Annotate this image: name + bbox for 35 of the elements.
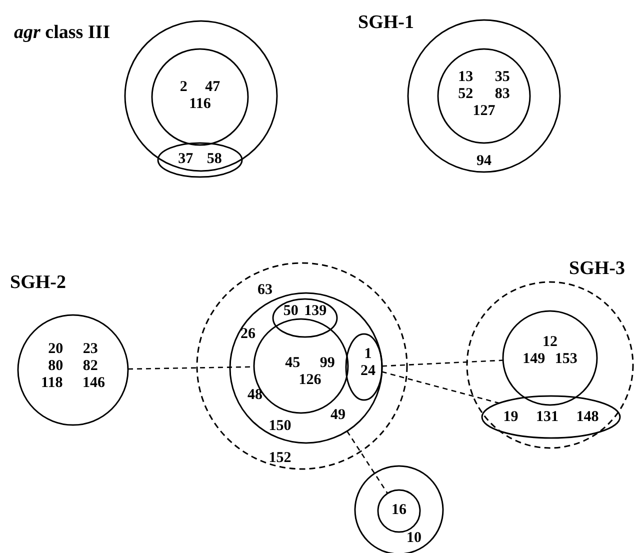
member-numbers: 16: [390, 502, 408, 519]
member-numbers: 45 99 126: [284, 355, 336, 389]
member-numbers: 20 23 80 82 118 146: [40, 341, 106, 392]
cluster-circle: [378, 490, 420, 532]
group-heading: SGH-1: [358, 12, 414, 34]
member-numbers: 63: [256, 282, 274, 299]
member-numbers: 37 58: [177, 151, 223, 168]
member-numbers: 50 139: [282, 303, 328, 320]
dashed-connector: [346, 430, 388, 494]
dashed-connector: [382, 371, 500, 404]
cluster-circle: [12, 18, 279, 173]
member-numbers: 1 24: [360, 346, 376, 380]
dashed-cluster-circle: [197, 263, 407, 469]
member-numbers: 94: [476, 153, 492, 170]
member-numbers: 10: [406, 530, 422, 547]
cluster-ellipse: [346, 334, 382, 400]
cluster-ellipse: [158, 143, 242, 177]
member-numbers: 150: [268, 418, 292, 435]
cluster-circle: [152, 49, 248, 145]
cluster-circle: [230, 293, 382, 443]
cluster-ellipse: [273, 299, 337, 337]
group-heading: agr class III: [14, 22, 110, 44]
dashed-connector: [382, 360, 504, 367]
member-numbers: 49: [330, 407, 346, 424]
member-numbers: 13 35 52 83 127: [457, 69, 511, 120]
member-numbers: 26: [240, 326, 256, 343]
member-numbers: 48: [246, 387, 264, 404]
member-numbers: 12 149 153: [522, 334, 578, 368]
cluster-circle: [438, 49, 530, 143]
member-numbers: 2 47 116: [178, 79, 222, 113]
group-heading: SGH-2: [10, 272, 66, 294]
member-numbers: 152: [268, 450, 292, 467]
cluster-circle: [503, 311, 597, 405]
group-heading: SGH-3: [569, 258, 625, 280]
member-numbers: 19 131 148: [502, 409, 600, 426]
